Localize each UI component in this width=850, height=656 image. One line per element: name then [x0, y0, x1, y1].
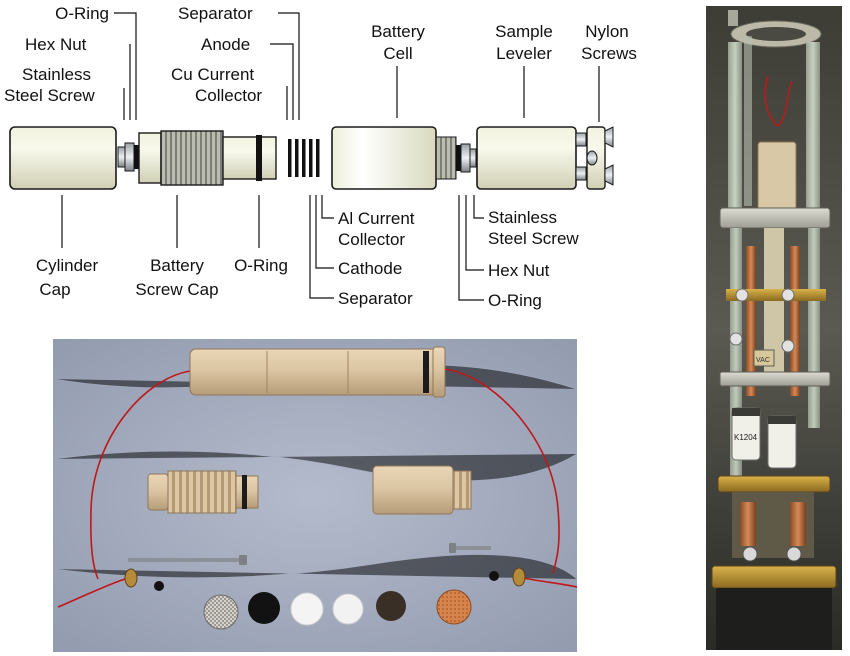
probe-chip-label: VAC: [756, 357, 770, 364]
label-stainless-left-2: Steel Screw: [4, 86, 95, 105]
exploded-cell-diagram: O-Ring Hex Nut Stainless Steel Screw Sep…: [4, 4, 637, 310]
label-anode: Anode: [201, 35, 250, 54]
probe-red-wire: [764, 75, 793, 128]
label-battery-cell-2: Cell: [383, 44, 412, 63]
probe-rods: [728, 36, 820, 214]
label-separator-top: Separator: [178, 4, 253, 23]
terminal-lugs: [124, 567, 526, 591]
label-stainless-right-1: Stainless: [488, 208, 557, 227]
oring-right-part: [456, 145, 461, 171]
label-nylon-screws-1: Nylon: [585, 22, 628, 41]
label-battery-screw-cap-2: Screw Cap: [135, 280, 218, 299]
battery-screw-cap-body: [222, 136, 277, 180]
label-cathode: Cathode: [338, 259, 402, 278]
stainless-screw-right-part: [469, 148, 477, 168]
probe-copper-straps: [726, 246, 826, 396]
stainless-screw-left-part: [117, 146, 126, 168]
short-screw-photo: [449, 543, 491, 553]
label-sample-leveler-1: Sample: [495, 22, 553, 41]
label-al-collector-1: Al Current: [338, 209, 415, 228]
probe-chip: [753, 349, 775, 367]
probe-mid-plate: [719, 207, 831, 229]
probe-relay-label: K1204: [734, 433, 758, 442]
label-cylinder-cap-1: Cylinder: [36, 256, 99, 275]
label-al-collector-2: Collector: [338, 230, 405, 249]
label-cu-collector-2: Collector: [195, 86, 262, 105]
label-battery-cell-1: Battery: [371, 22, 425, 41]
label-cu-collector-1: Cu Current: [171, 65, 254, 84]
label-battery-screw-cap-1: Battery: [150, 256, 204, 275]
nylon-screws-part: [586, 126, 614, 190]
disc-row: [203, 589, 472, 630]
probe-top-ring: [728, 10, 822, 48]
label-oring-bottom-left: O-Ring: [234, 256, 288, 275]
assembled-cylinder: [189, 346, 446, 398]
long-screw-photo: [128, 555, 247, 565]
probe-relays: [731, 407, 797, 469]
battery-cell-threads: [435, 136, 457, 180]
red-wires: [57, 368, 577, 608]
battery-screw-cap-threads: [160, 130, 224, 186]
probe-brass-base: [711, 565, 837, 589]
screw-cap-photo: [147, 470, 259, 514]
sample-leveler-part: [476, 126, 577, 190]
label-separator-bottom: Separator: [338, 289, 413, 308]
parts-photo: [53, 339, 577, 652]
cell-photo: [372, 465, 472, 515]
label-sample-leveler-2: Leveler: [496, 44, 552, 63]
oring-left-part: [134, 145, 139, 169]
battery-cell-part: [331, 126, 437, 190]
label-oring-top-left: O-Ring: [55, 4, 109, 23]
cylinder-cap-part: [9, 126, 117, 190]
label-stainless-right-2: Steel Screw: [488, 229, 579, 248]
label-cylinder-cap-2: Cap: [39, 280, 70, 299]
disc-stack: [288, 139, 320, 177]
label-stainless-left-1: Stainless: [22, 65, 91, 84]
probe-cell: [757, 141, 797, 213]
probe-lower-plate: [719, 371, 831, 387]
label-nylon-screws-2: Screws: [581, 44, 637, 63]
label-hex-nut-right: Hex Nut: [488, 261, 550, 280]
hex-nut-right-part: [460, 143, 471, 173]
assembled-probe-photo: VAC K1204: [706, 6, 842, 650]
label-hex-nut-left: Hex Nut: [25, 35, 87, 54]
battery-screw-cap-flange: [138, 132, 162, 184]
label-oring-bottom-right: O-Ring: [488, 291, 542, 310]
hex-nut-left-part: [124, 142, 135, 172]
oring-screw-cap-part: [256, 135, 262, 181]
